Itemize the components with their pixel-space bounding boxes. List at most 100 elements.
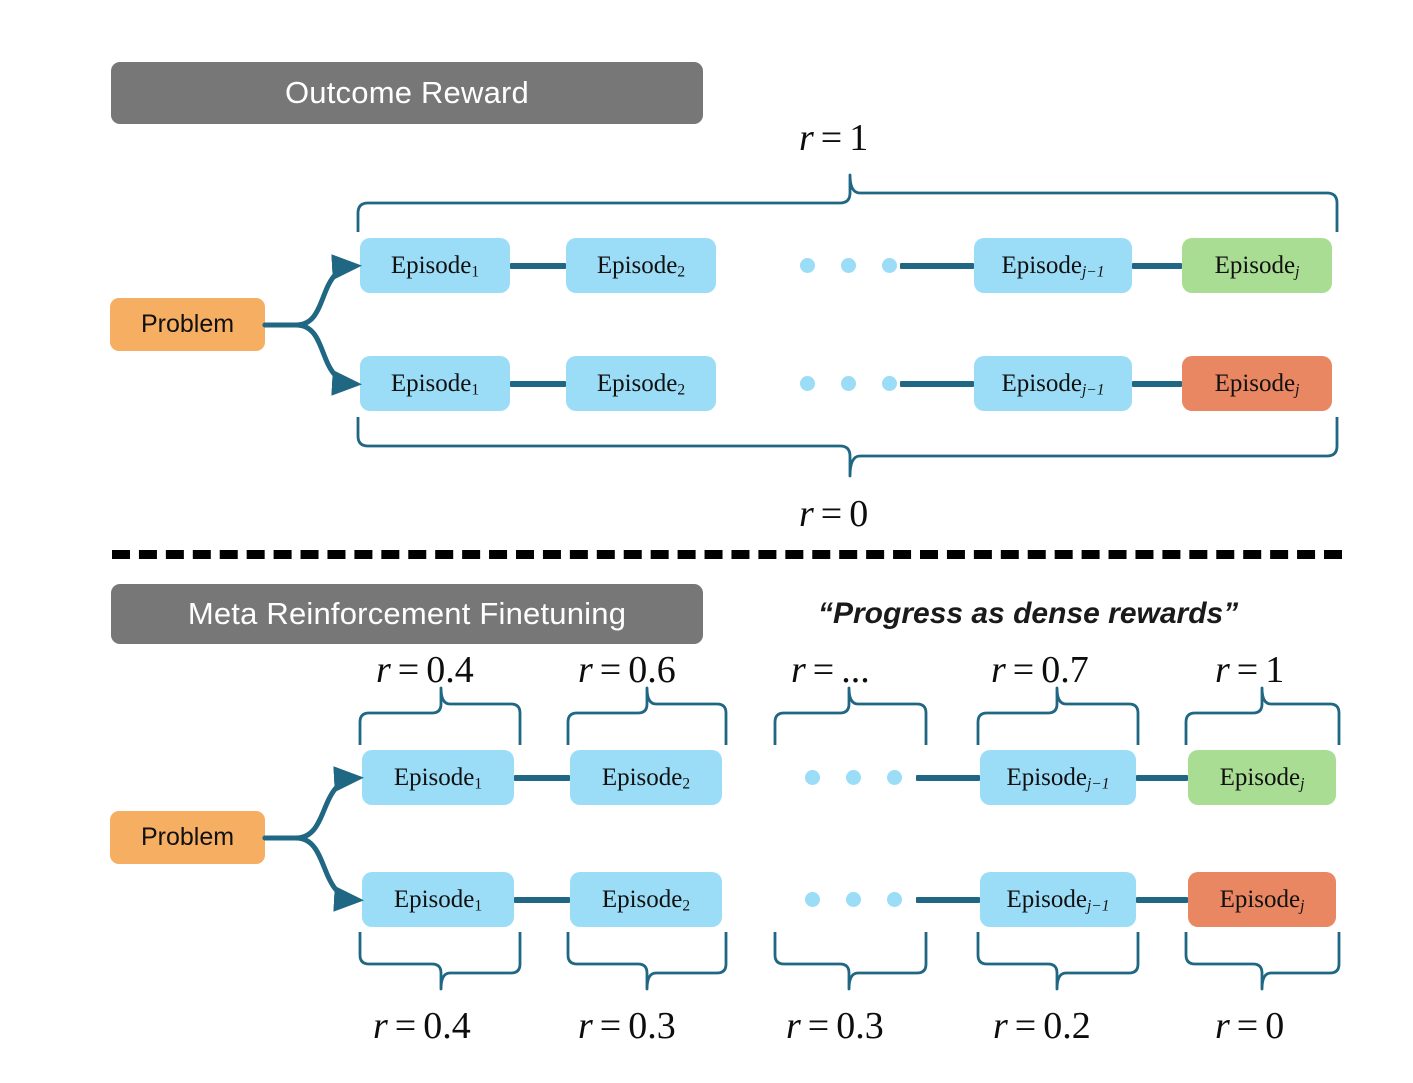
reward-brace-bottom bbox=[566, 932, 728, 991]
episode-subscript: j−1 bbox=[1082, 262, 1105, 280]
episode-connector bbox=[1132, 381, 1182, 387]
episode-box[interactable]: Episode1 bbox=[360, 238, 510, 293]
reward-label-bottom: r=0.2 bbox=[993, 1004, 1091, 1048]
reward-value: 0.2 bbox=[1043, 1005, 1091, 1047]
episode-box[interactable]: Episode2 bbox=[570, 872, 722, 927]
reward-value: 0.7 bbox=[1041, 649, 1089, 691]
episode-box[interactable]: Episode1 bbox=[362, 872, 514, 927]
ellipsis-dot bbox=[846, 892, 861, 907]
reward-value: 0.4 bbox=[426, 649, 474, 691]
episode-box-failure[interactable]: Episodej bbox=[1182, 356, 1332, 411]
episode-box[interactable]: Episodej−1 bbox=[974, 238, 1132, 293]
episode-subscript: 2 bbox=[682, 896, 691, 914]
reward-variable: r bbox=[786, 1005, 801, 1047]
reward-value: 0.6 bbox=[628, 649, 676, 691]
section-divider bbox=[112, 550, 1342, 559]
reward-label-top-outcome: r=1 bbox=[799, 116, 868, 160]
episode-connector bbox=[1136, 775, 1188, 781]
equals-sign: = bbox=[599, 1005, 622, 1047]
episode-connector bbox=[916, 897, 980, 903]
episode-connector bbox=[514, 775, 570, 781]
reward-label-top: r=0.4 bbox=[376, 648, 474, 692]
problem-box-outcome[interactable]: Problem bbox=[110, 298, 265, 351]
reward-variable: r bbox=[993, 1005, 1008, 1047]
section-banner-meta-rl: Meta Reinforcement Finetuning bbox=[111, 584, 703, 644]
reward-variable: r bbox=[991, 649, 1006, 691]
equals-sign: = bbox=[1236, 649, 1259, 691]
episode-subscript: j bbox=[1300, 774, 1305, 792]
episode-box-success[interactable]: Episodej bbox=[1182, 238, 1332, 293]
reward-value: 1 bbox=[849, 117, 869, 159]
reward-brace-bottom bbox=[358, 932, 522, 991]
problem-box-meta-rl[interactable]: Problem bbox=[110, 811, 265, 864]
reward-variable: r bbox=[373, 1005, 388, 1047]
reward-variable: r bbox=[578, 1005, 593, 1047]
reward-value: 0 bbox=[1265, 1005, 1285, 1047]
reward-value: 0.3 bbox=[836, 1005, 884, 1047]
ellipsis-dot bbox=[887, 892, 902, 907]
episode-subscript: 2 bbox=[682, 774, 691, 792]
episode-subscript: j−1 bbox=[1087, 896, 1110, 914]
episode-box[interactable]: Episodej−1 bbox=[974, 356, 1132, 411]
reward-brace-top-outcome bbox=[356, 173, 1339, 232]
episode-subscript: 1 bbox=[471, 262, 480, 280]
reward-variable: r bbox=[799, 117, 814, 159]
episode-subscript: j−1 bbox=[1087, 774, 1110, 792]
reward-label-top: r=1 bbox=[1215, 648, 1284, 692]
equals-sign: = bbox=[1012, 649, 1035, 691]
ellipsis-dot bbox=[805, 892, 820, 907]
reward-label-bottom-outcome: r=0 bbox=[799, 492, 868, 536]
ellipsis-dot bbox=[882, 258, 897, 273]
reward-label-top: r=0.6 bbox=[578, 648, 676, 692]
episode-label: Episodej bbox=[1219, 763, 1305, 792]
reward-variable: r bbox=[1215, 649, 1230, 691]
reward-brace-bottom bbox=[976, 932, 1140, 991]
reward-label-bottom: r=0.3 bbox=[578, 1004, 676, 1048]
episode-label: Episodej−1 bbox=[1001, 251, 1105, 280]
ellipsis-dot bbox=[846, 770, 861, 785]
episode-subscript: j bbox=[1300, 896, 1305, 914]
episode-label: Episode2 bbox=[601, 885, 691, 914]
episode-box-failure[interactable]: Episodej bbox=[1188, 872, 1336, 927]
episode-connector bbox=[900, 381, 974, 387]
episode-connector bbox=[514, 897, 570, 903]
episode-box[interactable]: Episodej−1 bbox=[980, 872, 1136, 927]
reward-brace-top bbox=[1184, 686, 1341, 745]
equals-sign: = bbox=[1014, 1005, 1037, 1047]
episode-subscript: 1 bbox=[471, 380, 480, 398]
section-banner-outcome-reward: Outcome Reward bbox=[111, 62, 703, 124]
branch-arrows-outcome bbox=[262, 254, 362, 396]
episode-box[interactable]: Episodej−1 bbox=[980, 750, 1136, 805]
reward-variable: r bbox=[376, 649, 391, 691]
reward-braces-bottom-meta-rl bbox=[358, 932, 1341, 991]
episode-connector bbox=[1136, 897, 1188, 903]
episode-box[interactable]: Episode2 bbox=[570, 750, 722, 805]
episode-box[interactable]: Episode1 bbox=[362, 750, 514, 805]
equals-sign: = bbox=[599, 649, 622, 691]
reward-brace-top bbox=[358, 686, 522, 745]
episode-box[interactable]: Episode1 bbox=[360, 356, 510, 411]
episode-label: Episode2 bbox=[601, 763, 691, 792]
episode-subscript: 1 bbox=[474, 774, 483, 792]
episode-subscript: 2 bbox=[677, 262, 686, 280]
episode-label: Episodej−1 bbox=[1006, 885, 1110, 914]
reward-label-bottom: r=0.4 bbox=[373, 1004, 471, 1048]
episode-subscript: 1 bbox=[474, 896, 483, 914]
equals-sign: = bbox=[820, 117, 843, 159]
reward-variable: r bbox=[1215, 1005, 1230, 1047]
equals-sign: = bbox=[397, 649, 420, 691]
episode-label: Episode1 bbox=[390, 251, 480, 280]
episode-subscript: j bbox=[1295, 262, 1300, 280]
episode-box[interactable]: Episode2 bbox=[566, 356, 716, 411]
dense-rewards-quote: “Progress as dense rewards” bbox=[818, 597, 1239, 630]
reward-brace-top bbox=[976, 686, 1140, 745]
episode-label: Episodej bbox=[1214, 369, 1300, 398]
episode-box-success[interactable]: Episodej bbox=[1188, 750, 1336, 805]
equals-sign: = bbox=[812, 649, 835, 691]
episode-subscript: j−1 bbox=[1082, 380, 1105, 398]
episode-box[interactable]: Episode2 bbox=[566, 238, 716, 293]
reward-brace-bottom bbox=[1184, 932, 1341, 991]
ellipsis-dot bbox=[887, 770, 902, 785]
reward-value: 0.4 bbox=[423, 1005, 471, 1047]
